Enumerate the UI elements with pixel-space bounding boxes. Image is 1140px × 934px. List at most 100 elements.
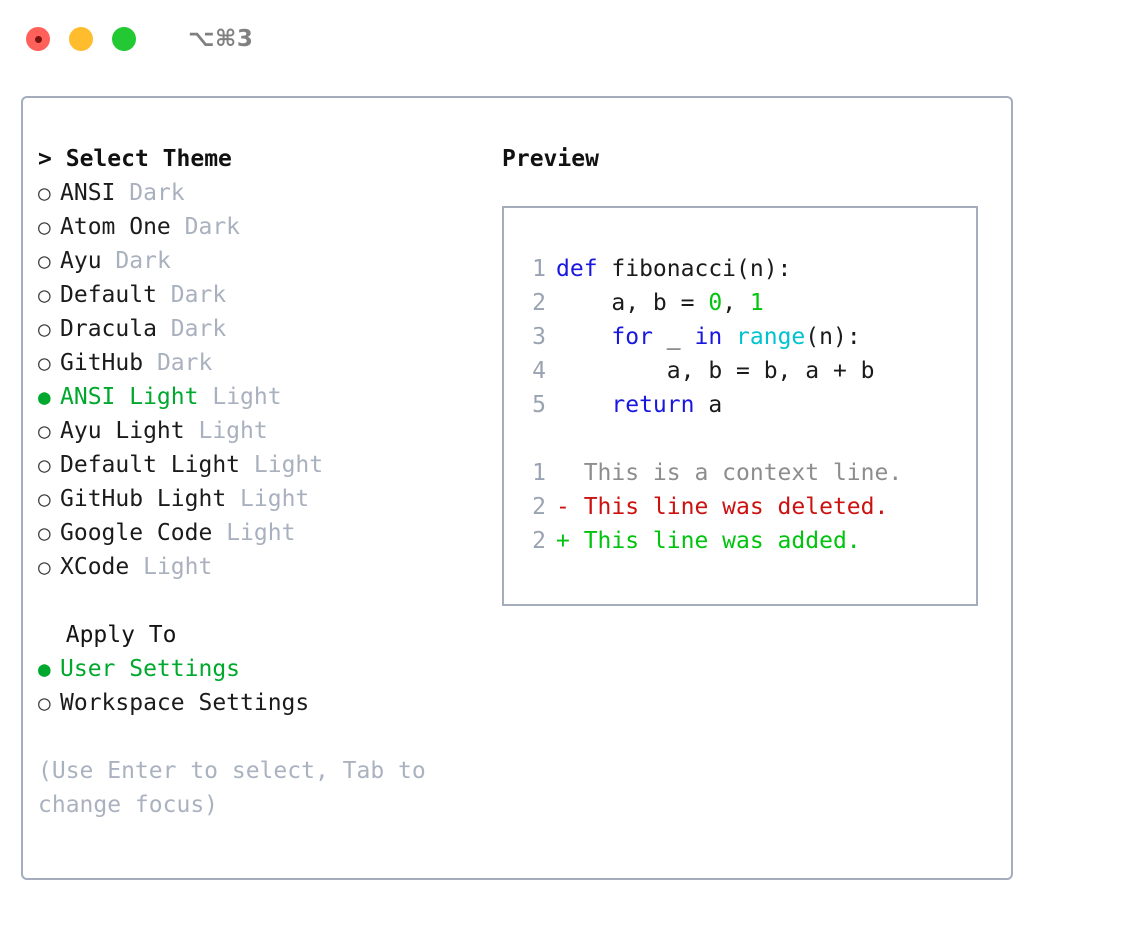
code-token	[556, 320, 611, 354]
apply-to-heading: Apply To	[38, 618, 478, 652]
theme-option-github-dark[interactable]: ○GitHub Dark	[38, 346, 478, 380]
maximize-window-icon[interactable]	[112, 27, 136, 51]
close-window-icon[interactable]	[26, 27, 50, 51]
code-token: in	[694, 324, 723, 350]
theme-option-label: Ayu	[60, 248, 102, 274]
theme-option-google-code[interactable]: ○Google Code Light	[38, 516, 478, 550]
code-token: for	[611, 324, 653, 350]
title-bar: ⌥⌘3	[0, 0, 1140, 78]
line-number: 1	[532, 256, 546, 282]
theme-option-category: Dark	[115, 248, 171, 274]
theme-option-ansi-light[interactable]: ●ANSI Light Light	[38, 380, 478, 414]
line-number: 2	[532, 494, 546, 520]
theme-option-suffix	[129, 550, 143, 584]
radio-icon[interactable]: ○	[38, 181, 51, 205]
diff-line-context: 1 This is a context line.	[518, 456, 976, 490]
theme-option-category: Dark	[129, 180, 185, 206]
theme-option-suffix	[171, 210, 185, 244]
theme-option-xcode-light[interactable]: ○XCode Light	[38, 550, 478, 584]
radio-icon[interactable]: ○	[38, 487, 51, 511]
theme-option-category: Light	[198, 418, 268, 444]
code-token: def	[556, 256, 598, 282]
select-theme-heading-label	[52, 146, 66, 172]
apply-option-workspace-settings[interactable]: ○Workspace Settings	[38, 686, 478, 720]
radio-icon[interactable]: ○	[38, 453, 51, 477]
theme-option-suffix	[212, 516, 226, 550]
theme-option-atom-one-dark[interactable]: ○ Atom One Dark	[38, 210, 478, 244]
code-token: range	[736, 324, 806, 350]
code-token: ,	[722, 290, 750, 316]
code-line: 4 a, b = b, a + b	[518, 354, 976, 388]
theme-option-category: Dark	[170, 282, 227, 308]
radio-icon[interactable]: ○	[38, 215, 51, 239]
code-token: return	[611, 392, 695, 418]
radio-icon[interactable]: ○	[38, 521, 51, 545]
main-panel: > Select Theme ○ ANSI Dark ○ Atom One Dark…	[21, 96, 1013, 880]
theme-option-category: Light	[212, 384, 282, 410]
code-token: a	[694, 392, 723, 418]
apply-option-user-settings[interactable]: ● User Settings	[38, 652, 478, 686]
select-theme-heading: > Select Theme	[38, 142, 478, 176]
apply-to-spacer	[52, 622, 66, 648]
radio-icon[interactable]: ○	[38, 249, 51, 273]
theme-option-ayu-light[interactable]: ○Ayu Light Light	[38, 414, 478, 448]
code-token: 0	[708, 290, 723, 316]
theme-option-ansi-dark[interactable]: ○ ANSI Dark	[38, 176, 478, 210]
line-number: 3	[532, 324, 546, 350]
code-token: _	[652, 324, 695, 350]
diff-spacer	[518, 422, 976, 456]
theme-option-github-light[interactable]: ○GitHub Light Light	[38, 482, 478, 516]
radio-icon[interactable]: ○	[38, 419, 51, 443]
radio-icon-selected[interactable]: ●	[38, 657, 51, 681]
theme-option-label: ANSI	[60, 180, 116, 206]
radio-icon-selected[interactable]: ●	[38, 385, 51, 409]
minimize-window-icon[interactable]	[69, 27, 93, 51]
line-number: 2	[532, 290, 546, 316]
radio-icon[interactable]: ○	[38, 283, 51, 307]
theme-option-label: Dracula	[60, 316, 157, 342]
apply-to-caret	[38, 622, 52, 648]
keyboard-hint-text: (Use Enter to select, Tab to change focu…	[38, 758, 440, 818]
section-spacer	[38, 584, 478, 618]
theme-option-category: Light	[253, 452, 324, 478]
theme-option-suffix	[198, 380, 212, 414]
diff-line-deleted: 2 - This line was deleted.	[518, 490, 976, 524]
code-token: a, b = b, a + b	[556, 358, 875, 384]
theme-option-suffix	[143, 346, 157, 380]
radio-icon[interactable]: ○	[38, 691, 51, 715]
theme-option-default-light[interactable]: ○ Default Light Light	[38, 448, 478, 482]
diff-text: + This line was added.	[556, 528, 861, 554]
diff-line-added: 2+ This line was added.	[518, 524, 976, 558]
theme-option-dracula-dark[interactable]: ○Dracula Dark	[38, 312, 478, 346]
diff-text: - This line was deleted.	[556, 494, 889, 520]
theme-option-category: Light	[143, 554, 213, 580]
theme-option-ayu-dark[interactable]: ○ Ayu Dark	[38, 244, 478, 278]
line-number: 1	[532, 460, 546, 486]
radio-icon[interactable]: ○	[38, 351, 51, 375]
code-token: 1	[749, 290, 764, 316]
theme-option-label: Google Code	[60, 520, 213, 546]
theme-option-category: Dark	[184, 214, 241, 240]
theme-option-label: Default Light	[60, 452, 241, 478]
theme-option-default-dark[interactable]: ○Default Dark	[38, 278, 478, 312]
apply-option-label: User Settings	[60, 656, 241, 682]
diff-text: This is a context line.	[556, 460, 903, 486]
theme-option-list[interactable]: ○ANSI Dark ○Atom One Dark ○Ayu Dark ○Def…	[38, 176, 478, 584]
theme-option-suffix	[102, 244, 116, 278]
theme-option-label: GitHub	[60, 350, 144, 376]
code-token	[556, 388, 611, 422]
apply-to-option-list[interactable]: ● User Settings ○Workspace Settings	[38, 652, 478, 720]
radio-icon[interactable]: ○	[38, 317, 51, 341]
select-theme-title: Select Theme	[65, 146, 232, 172]
code-line: 2 a, b = 0, 1	[518, 286, 976, 320]
theme-option-suffix	[115, 176, 129, 210]
radio-icon[interactable]: ○	[38, 555, 51, 579]
theme-option-label: Atom One	[60, 214, 171, 240]
apply-to-title: Apply To	[65, 622, 177, 648]
theme-option-suffix	[157, 312, 171, 346]
theme-option-suffix	[185, 414, 199, 448]
